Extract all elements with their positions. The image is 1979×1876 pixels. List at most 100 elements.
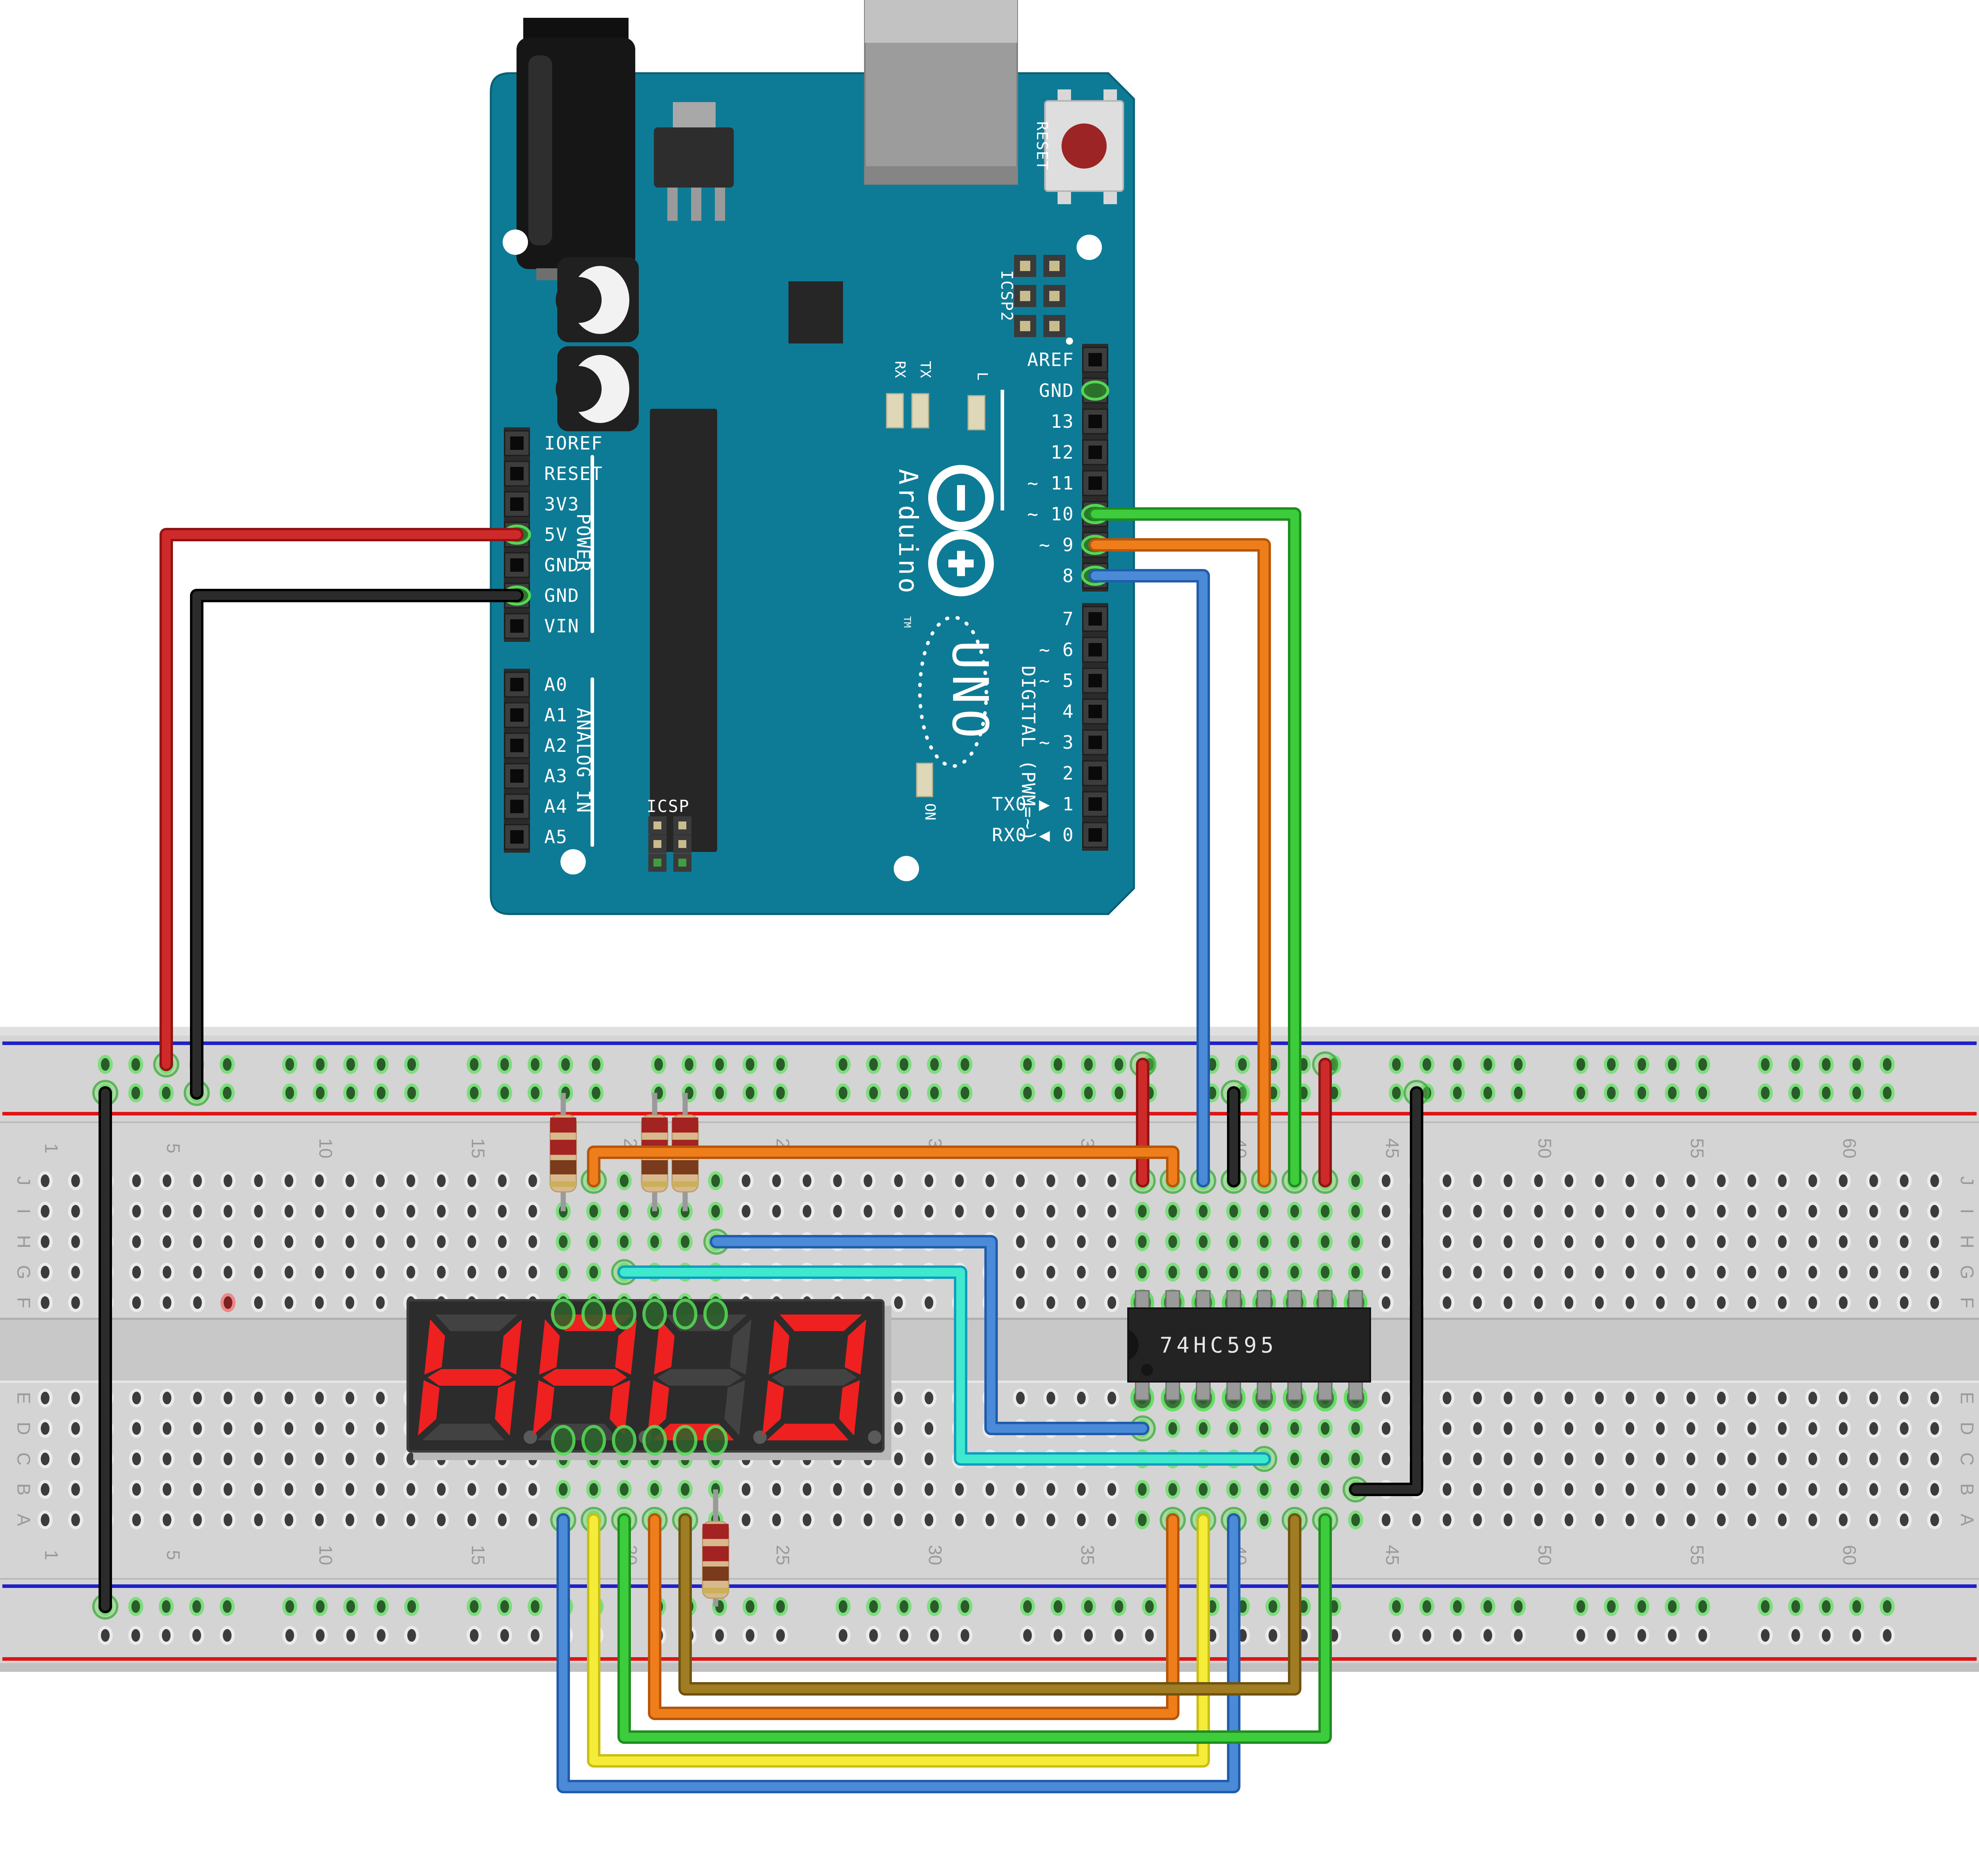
resistor-band-red	[550, 1140, 576, 1155]
breadboard-hole-core	[163, 1174, 171, 1187]
power-pin-label: 5V	[544, 524, 568, 545]
resistor-4[interactable]	[702, 1489, 729, 1607]
wire-q5-cyan[interactable]	[617, 1265, 1271, 1466]
breadboard-hole-core	[1747, 1205, 1756, 1218]
breadboard-hole-core	[467, 1514, 476, 1526]
breadboard-hole-core	[163, 1296, 171, 1309]
shift-register-chip[interactable]: 74HC595	[1127, 1289, 1371, 1411]
tx-led	[911, 393, 929, 429]
breadboard-hole-core	[1382, 1235, 1390, 1248]
breadboard-hole-core	[1321, 1422, 1329, 1435]
breadboard-hole-core	[254, 1483, 263, 1496]
breadboard-hole-core	[1473, 1422, 1482, 1435]
breadboard-hole-core	[1483, 1629, 1492, 1642]
uno-oval	[918, 615, 988, 768]
pin-socket[interactable]	[1082, 439, 1108, 465]
breadboard-hole-core	[377, 1058, 386, 1071]
wire-bottom-blue[interactable]	[556, 1513, 1240, 1793]
breadboard-hole-core	[955, 1174, 964, 1187]
breadboard-hole-core	[894, 1296, 903, 1309]
breadboard-hole-core	[1717, 1453, 1726, 1465]
bottom-rail-red-line	[2, 1657, 1977, 1661]
breadboard-hole-core	[894, 1174, 903, 1187]
breadboard-hole-core	[1290, 1422, 1299, 1435]
breadboard-hole-core	[1107, 1235, 1116, 1248]
wire-gnd-black[interactable]	[190, 589, 524, 1100]
breadboard-hole-core	[1637, 1058, 1646, 1071]
breadboard-hole-core	[101, 1629, 110, 1642]
breadboard-hole-core	[1504, 1296, 1512, 1309]
breadboard-hole-core	[1423, 1600, 1431, 1613]
pin-socket-hole	[1088, 766, 1102, 780]
breadboard-hole-core	[407, 1087, 416, 1099]
icsp-pad-center	[678, 840, 686, 848]
breadboard-hole-core	[592, 1087, 600, 1099]
wire-bottom-yellow[interactable]	[587, 1513, 1210, 1768]
row-letter: D	[1957, 1422, 1977, 1435]
breadboard-hole-core	[1534, 1514, 1543, 1526]
bottom-divider-line	[0, 1578, 1979, 1580]
wire-bottom-orange[interactable]	[648, 1513, 1179, 1720]
power-pin-label: GND	[544, 585, 579, 606]
wire-bottom-brown[interactable]	[678, 1513, 1301, 1696]
breadboard-hole-core	[746, 1058, 754, 1071]
pin-socket[interactable]	[504, 461, 530, 487]
breadboard-hole-core	[1473, 1296, 1482, 1309]
pin-socket[interactable]	[1082, 760, 1108, 786]
breadboard-hole-core	[803, 1205, 811, 1218]
mounting-hole	[503, 230, 528, 255]
breadboard-hole-core	[223, 1629, 232, 1642]
wire-pin10-green[interactable]	[1088, 507, 1301, 1187]
breadboard-hole-core	[1023, 1058, 1032, 1071]
resistor-1[interactable]	[549, 1093, 577, 1211]
breadboard-hole-core	[193, 1422, 202, 1435]
wire-bottom-green[interactable]	[617, 1513, 1332, 1744]
model-text: UNO	[941, 640, 998, 743]
breadboard-hole-core	[467, 1235, 476, 1248]
breadboard-hole-core	[925, 1453, 933, 1465]
breadboard-hole-core	[132, 1296, 141, 1309]
breadboard-hole-core	[1565, 1235, 1573, 1248]
wire-pin9-orange[interactable]	[1088, 538, 1271, 1187]
breadboard-hole-core	[1668, 1058, 1677, 1071]
segment-c-lit	[495, 1380, 516, 1436]
icsp-pad-center	[653, 840, 661, 848]
wire-q0-orange-long[interactable]	[587, 1146, 1179, 1187]
breadboard-hole-core	[1595, 1483, 1604, 1496]
breadboard-hole-core	[839, 1058, 847, 1071]
segment-c-off	[724, 1380, 745, 1436]
breadboard-hole-core	[1869, 1392, 1878, 1404]
breadboard-hole-core	[285, 1296, 293, 1309]
breadboard-hole-core	[1483, 1058, 1492, 1071]
breadboard-hole-core	[961, 1058, 969, 1071]
breadboard-hole-core	[1168, 1422, 1177, 1435]
breadboard-hole-core	[406, 1453, 415, 1465]
chip-leg	[1257, 1381, 1272, 1401]
seven-segment-display[interactable]	[406, 1299, 891, 1460]
breadboard-hole-core	[1900, 1392, 1909, 1404]
pin-socket-hole	[510, 830, 524, 844]
wire-q1-blue-mid[interactable]	[710, 1235, 1149, 1435]
reset-button[interactable]	[1062, 123, 1107, 169]
breadboard-hole-core	[528, 1235, 537, 1248]
wire-pin8-blue[interactable]	[1088, 569, 1210, 1187]
breadboard-hole-core	[1839, 1514, 1848, 1526]
breadboard-hole-core	[1290, 1235, 1299, 1248]
breadboard-hole-core	[1900, 1514, 1909, 1526]
breadboard-hole-core	[1046, 1483, 1055, 1496]
pin-socket[interactable]	[504, 430, 530, 456]
breadboard-hole-core	[376, 1514, 385, 1526]
breadboard-hole-core	[1869, 1235, 1878, 1248]
breadboard-hole-core	[346, 1296, 354, 1309]
breadboard-hole-core	[1595, 1453, 1604, 1465]
breadboard-hole-core	[1883, 1600, 1892, 1613]
wire-5v-red[interactable]	[160, 528, 524, 1071]
wire-gnd-long-black[interactable]	[1349, 1086, 1423, 1496]
breadboard-hole-core	[894, 1205, 903, 1218]
breadboard-hole-core	[1808, 1483, 1817, 1496]
chip-body	[1127, 1307, 1371, 1383]
breadboard-hole-core	[1883, 1087, 1892, 1099]
breadboard-hole-core	[961, 1087, 969, 1099]
breadboard-hole-core	[285, 1600, 294, 1613]
